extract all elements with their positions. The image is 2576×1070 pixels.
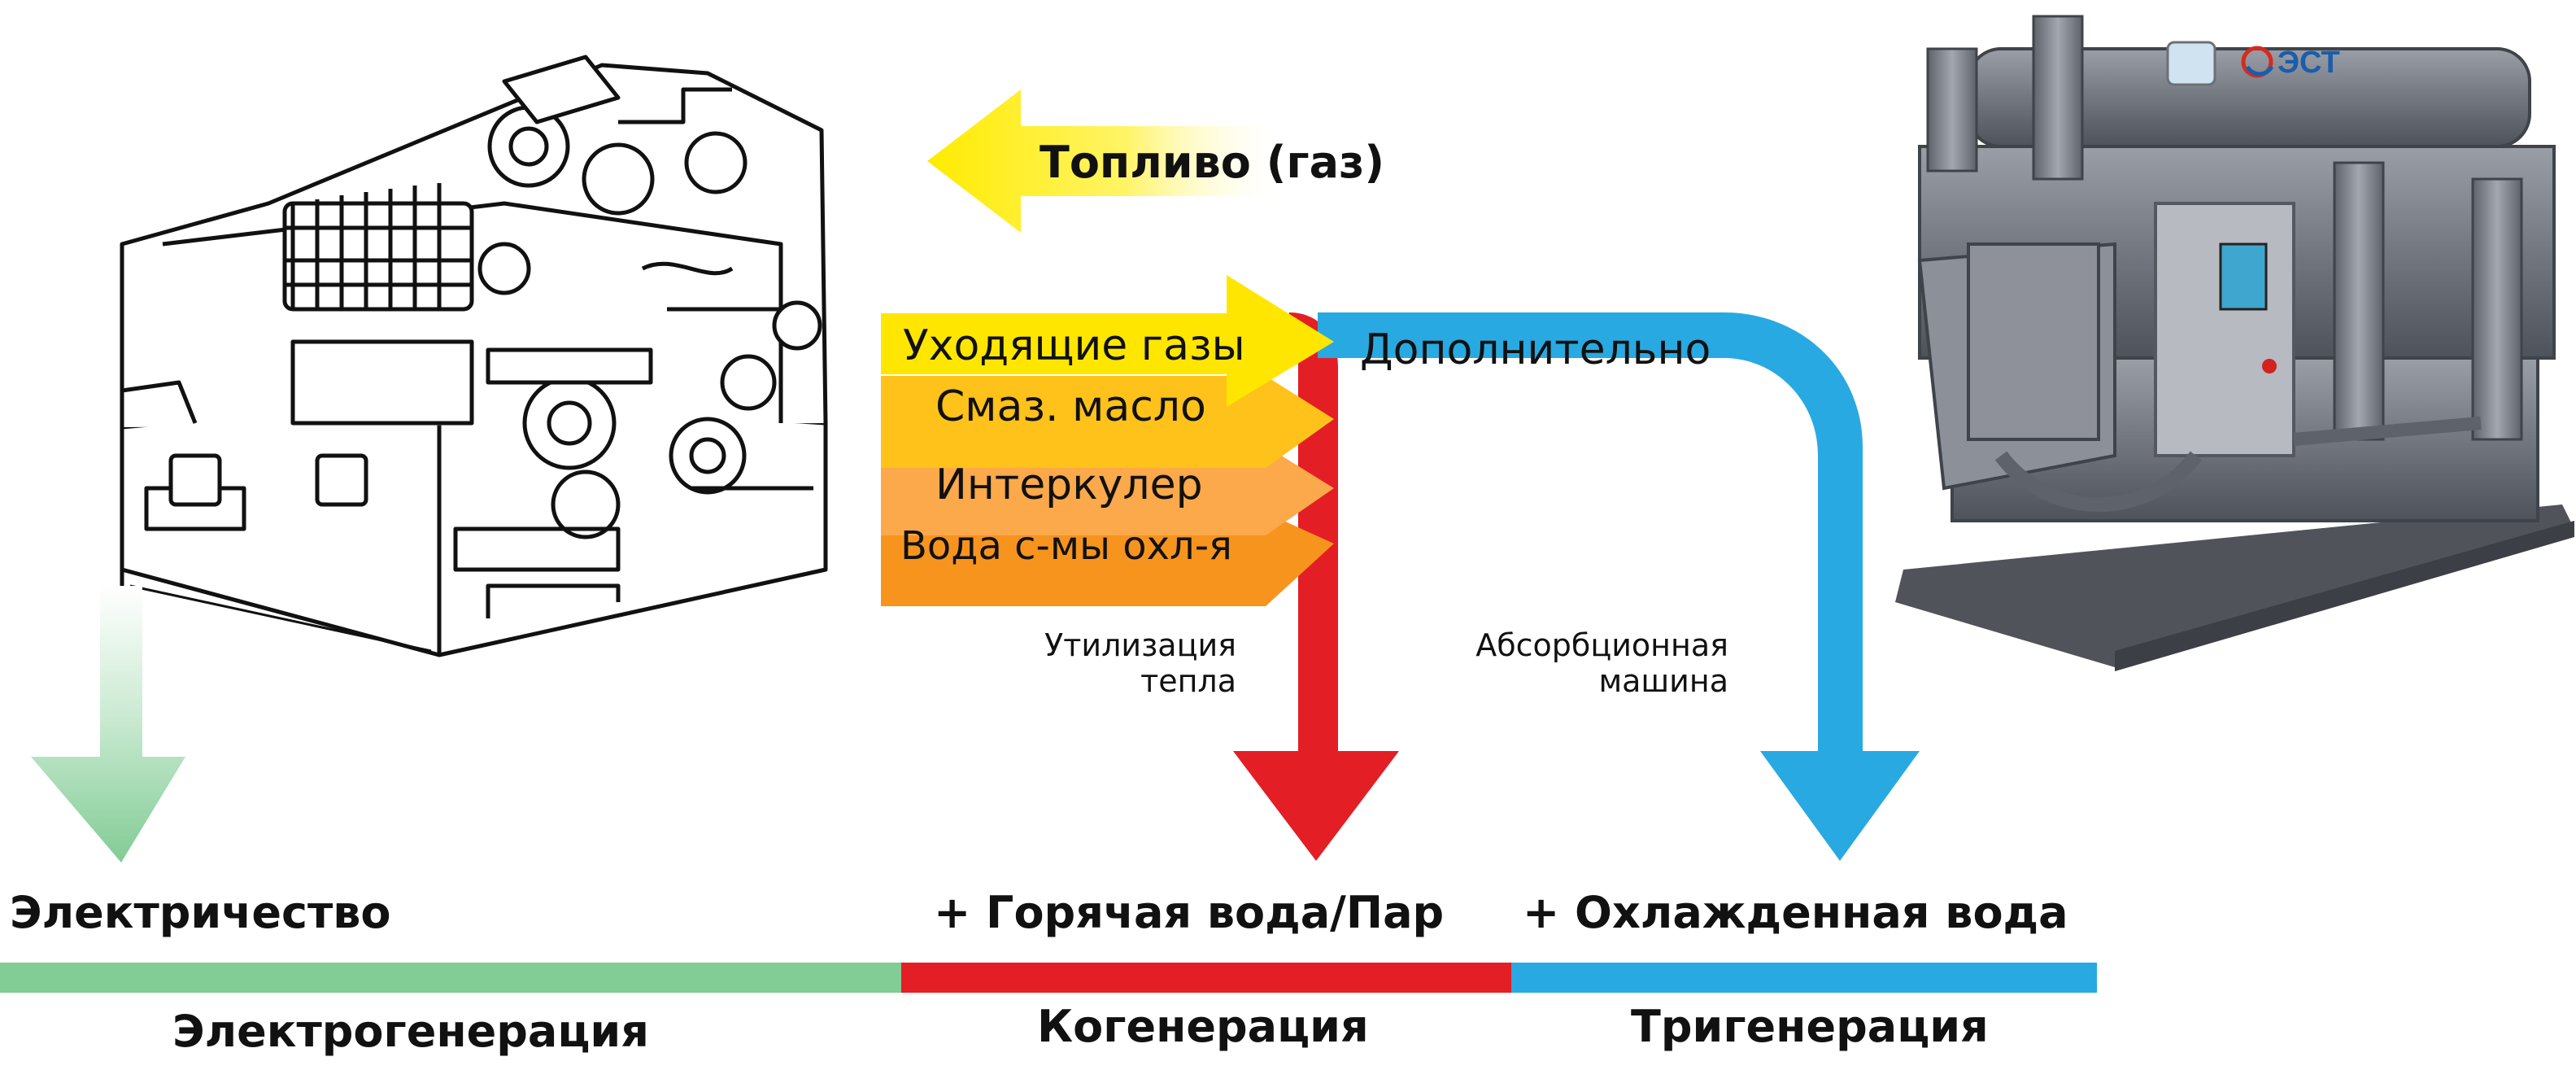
heat-recovery-label: Утилизация тепла (1044, 627, 1236, 699)
heat-source-coolant-band (881, 513, 1334, 606)
heat-source-oil-band (881, 376, 1334, 468)
heat-source-exhaust-label: Уходящие газы (903, 321, 1245, 370)
heat-source-oil-label: Смаз. масло (935, 382, 1206, 431)
electricity-arrow (31, 586, 185, 863)
chilled-water-flow-arrow (1318, 312, 1920, 861)
output-chilled-water: + Охлажденная вода (1523, 887, 2068, 938)
stage-label-trigeneration: Тригенерация (1631, 1001, 1989, 1052)
fuel-arrow (927, 90, 1289, 233)
additional-flow-label: Дополнительно (1360, 325, 1711, 374)
stage-bar-cogeneration (901, 963, 1511, 993)
fuel-label: Топливо (газ) (1040, 137, 1385, 188)
output-hot-water: + Горячая вода/Пар (934, 887, 1445, 938)
stage-bar-trigeneration (1511, 963, 2097, 993)
heat-source-intercooler-band (881, 446, 1334, 535)
hot-water-flow-arrow (1233, 312, 1399, 861)
heat-source-coolant-label: Вода с-мы охл-я (900, 523, 1232, 569)
heat-source-intercooler-label: Интеркулер (935, 461, 1203, 509)
stage-bar-power (0, 963, 901, 993)
absorption-chiller-illustration: ЭСТ (1895, 15, 2574, 671)
output-electricity: Электричество (10, 887, 391, 938)
chiller-brand-text: ЭСТ (2277, 46, 2340, 80)
stage-label-power: Электрогенерация (172, 1006, 649, 1057)
heat-source-exhaust-band (881, 275, 1334, 407)
stage-label-cogeneration: Когенерация (1037, 1001, 1369, 1052)
manufacturer-emblem-icon (2166, 41, 2216, 86)
gas-engine-illustration (120, 55, 828, 657)
absorption-machine-label: Абсорбционная машина (1475, 627, 1728, 699)
